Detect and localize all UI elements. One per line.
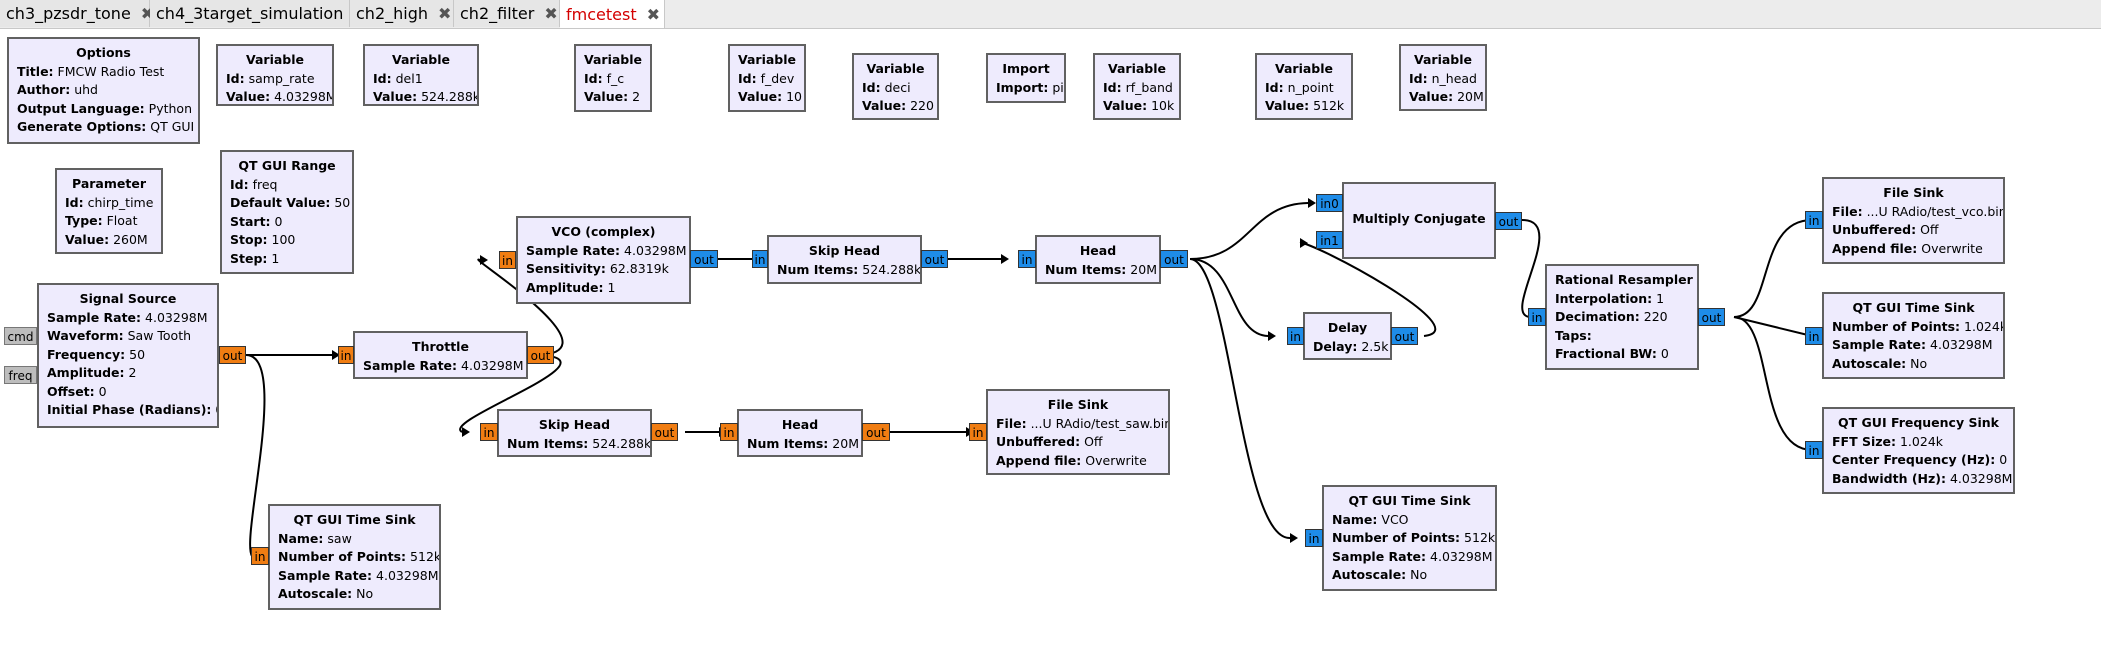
block-title: QT GUI Time Sink bbox=[1348, 493, 1471, 508]
block-title: Variable bbox=[1274, 61, 1334, 76]
port-in1[interactable]: in1 bbox=[1316, 231, 1343, 249]
port-in[interactable]: in bbox=[480, 423, 498, 441]
block-title: Head bbox=[1079, 243, 1117, 258]
skip-head-block[interactable]: Skip Head Num Items: 524.288k bbox=[497, 409, 652, 457]
block-title: Delay bbox=[1327, 320, 1368, 335]
block-title: Multiply Conjugate bbox=[1352, 211, 1486, 226]
port-in[interactable]: in bbox=[720, 423, 738, 441]
block-title: File Sink bbox=[1883, 185, 1944, 200]
port-in[interactable]: in bbox=[969, 423, 987, 441]
port-out[interactable]: out bbox=[921, 250, 948, 268]
variable-del1-block[interactable]: Variable Id: del1 Value: 524.288k bbox=[363, 44, 479, 106]
tab-ch3-pzsdr-tone[interactable]: ch3_pzsdr_tone✖ bbox=[0, 0, 154, 27]
tab-ch2-high[interactable]: ch2_high ✖ bbox=[350, 0, 454, 27]
block-title: VCO (complex) bbox=[551, 224, 656, 239]
vco-complex-block[interactable]: VCO (complex) Sample Rate: 4.03298M Sens… bbox=[516, 216, 691, 304]
close-icon[interactable]: ✖ bbox=[646, 4, 660, 24]
port-in[interactable]: in bbox=[1287, 327, 1304, 345]
port-out[interactable]: out bbox=[862, 423, 890, 441]
port-out[interactable]: out bbox=[1495, 212, 1522, 230]
close-icon[interactable]: ✖ bbox=[438, 4, 452, 23]
qt-gui-range-block[interactable]: QT GUI Range Id: freq Default Value: 50 … bbox=[220, 150, 354, 274]
block-title: Signal Source bbox=[79, 291, 177, 306]
block-title: Parameter bbox=[72, 176, 146, 191]
port-out[interactable]: out bbox=[651, 423, 678, 441]
variable-samp-rate-block[interactable]: Variable Id: samp_rate Value: 4.03298M bbox=[216, 44, 334, 106]
variable-n-point-block[interactable]: Variable Id: n_point Value: 512k bbox=[1255, 53, 1353, 120]
port-in[interactable]: in bbox=[499, 251, 516, 269]
port-out[interactable]: out bbox=[527, 346, 554, 364]
variable-rf-band-block[interactable]: Variable Id: rf_band Value: 10k bbox=[1093, 53, 1181, 120]
tab-ch4-3target-simulation[interactable]: ch4_3target_simulation✖ bbox=[150, 0, 367, 27]
port-cmd[interactable]: cmd bbox=[4, 327, 37, 345]
head-block[interactable]: Head Num Items: 20M bbox=[1035, 235, 1161, 284]
qt-gui-time-sink-saw-block[interactable]: QT GUI Time Sink Name: saw Number of Poi… bbox=[268, 504, 441, 610]
block-title: Skip Head bbox=[538, 417, 611, 432]
tab-label: fmcetest bbox=[566, 4, 637, 24]
head-block[interactable]: Head Num Items: 20M bbox=[737, 409, 863, 457]
file-sink-vco-block[interactable]: File Sink File: ...U RAdio/test_vco.bin … bbox=[1822, 177, 2005, 264]
block-title: Skip Head bbox=[808, 243, 881, 258]
parameter-block[interactable]: Parameter Id: chirp_time Type: Float Val… bbox=[55, 168, 163, 254]
block-title: Variable bbox=[245, 52, 305, 67]
multiply-conjugate-block[interactable]: Multiply Conjugate bbox=[1342, 182, 1496, 259]
block-title: Options bbox=[76, 45, 131, 60]
file-sink-saw-block[interactable]: File Sink File: ...U RAdio/test_saw.bin … bbox=[986, 389, 1170, 475]
port-freq[interactable]: freq bbox=[4, 366, 37, 384]
tab-label: ch4_3target_simulation bbox=[156, 4, 344, 23]
port-in[interactable]: in bbox=[1805, 211, 1823, 229]
import-block[interactable]: Import Import: pi bbox=[986, 53, 1066, 103]
close-icon[interactable]: ✖ bbox=[544, 4, 558, 23]
block-title: Rational Resampler bbox=[1555, 272, 1693, 287]
block-title: Variable bbox=[738, 52, 797, 67]
block-title: QT GUI Time Sink bbox=[1852, 300, 1975, 315]
options-block[interactable]: Options Title: FMCW Radio Test Author: u… bbox=[7, 37, 200, 144]
tab-fmcetest[interactable]: fmcetest ✖ bbox=[560, 0, 665, 28]
variable-n-head-block[interactable]: Variable Id: n_head Value: 20M bbox=[1399, 44, 1487, 111]
throttle-block[interactable]: Throttle Sample Rate: 4.03298M bbox=[353, 331, 528, 379]
rational-resampler-block[interactable]: Rational Resampler Interpolation: 1 Deci… bbox=[1545, 264, 1699, 370]
port-in[interactable]: in bbox=[1805, 327, 1823, 345]
block-title: Variable bbox=[1107, 61, 1167, 76]
block-title: QT GUI Time Sink bbox=[293, 512, 416, 527]
variable-f-c-block[interactable]: Variable Id: f_c Value: 2 bbox=[574, 44, 652, 112]
skip-head-block[interactable]: Skip Head Num Items: 524.288k bbox=[767, 235, 922, 284]
variable-f-dev-block[interactable]: Variable Id: f_dev Value: 10 bbox=[728, 44, 806, 112]
port-in[interactable]: in bbox=[1805, 441, 1823, 459]
signal-source-block[interactable]: Signal Source Sample Rate: 4.03298M Wave… bbox=[37, 283, 219, 428]
port-in[interactable]: in bbox=[251, 547, 269, 565]
tab-label: ch2_high bbox=[356, 4, 428, 23]
block-title: QT GUI Range bbox=[238, 158, 336, 173]
port-out[interactable]: out bbox=[1698, 308, 1725, 326]
port-in[interactable]: in bbox=[1018, 250, 1036, 268]
delay-block[interactable]: Delay Delay: 2.5k bbox=[1303, 312, 1392, 360]
port-in[interactable]: in bbox=[1305, 529, 1323, 547]
block-title: QT GUI Frequency Sink bbox=[1838, 415, 1999, 430]
port-in[interactable]: in bbox=[1528, 308, 1546, 326]
port-out[interactable]: out bbox=[1160, 250, 1188, 268]
port-in[interactable]: in bbox=[752, 250, 768, 268]
port-out[interactable]: out bbox=[1391, 327, 1418, 345]
port-out[interactable]: out bbox=[690, 250, 718, 268]
tab-ch2-filter[interactable]: ch2_filter ✖ bbox=[454, 0, 560, 27]
tab-label: ch3_pzsdr_tone bbox=[6, 4, 131, 23]
variable-deci-block[interactable]: Variable Id: deci Value: 220 bbox=[852, 53, 939, 120]
block-title: Head bbox=[781, 417, 819, 432]
qt-gui-frequency-sink-block[interactable]: QT GUI Frequency Sink FFT Size: 1.024k C… bbox=[1822, 407, 2015, 494]
port-in0[interactable]: in0 bbox=[1316, 194, 1343, 212]
qt-gui-time-sink-vco-block[interactable]: QT GUI Time Sink Name: VCO Number of Poi… bbox=[1322, 485, 1497, 591]
block-title: Variable bbox=[866, 61, 925, 76]
qt-gui-time-sink-block[interactable]: QT GUI Time Sink Number of Points: 1.024… bbox=[1822, 292, 2005, 379]
port-in[interactable]: in bbox=[338, 346, 354, 364]
block-title: Variable bbox=[1413, 52, 1473, 67]
tab-bar: ch3_pzsdr_tone✖ ch4_3target_simulation✖ … bbox=[0, 0, 2101, 29]
port-out[interactable]: out bbox=[219, 346, 246, 364]
tab-label: ch2_filter bbox=[460, 4, 535, 23]
block-title: Import bbox=[1002, 61, 1050, 76]
block-title: Variable bbox=[584, 52, 643, 67]
block-title: File Sink bbox=[1047, 397, 1109, 412]
block-title: Variable bbox=[391, 52, 451, 67]
block-title: Throttle bbox=[412, 339, 469, 354]
